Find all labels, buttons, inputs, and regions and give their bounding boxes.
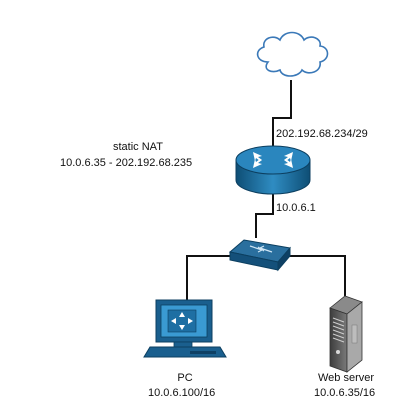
server-ip: 10.0.6.35/16 <box>314 387 376 399</box>
links <box>186 80 346 302</box>
nat-title: static NAT <box>113 141 163 153</box>
router-icon <box>235 145 311 195</box>
pc-name: PC <box>177 372 193 384</box>
server-name: Web server <box>318 372 375 384</box>
link-switch-pc <box>186 255 234 302</box>
router-lan-ip: 10.0.6.1 <box>276 202 316 214</box>
link-switch-server <box>278 255 346 296</box>
nat-mapping: 10.0.6.35 - 202.192.68.235 <box>60 157 193 169</box>
pc-ip: 10.0.6.100/16 <box>148 387 216 399</box>
link-cloud-router <box>272 80 292 148</box>
server-icon <box>329 295 363 373</box>
link-router-switch <box>255 194 274 238</box>
router-wan-ip: 202.192.68.234/29 <box>276 128 368 140</box>
cloud-icon <box>256 31 329 77</box>
switch-icon <box>228 239 291 272</box>
pc-icon <box>143 299 227 358</box>
